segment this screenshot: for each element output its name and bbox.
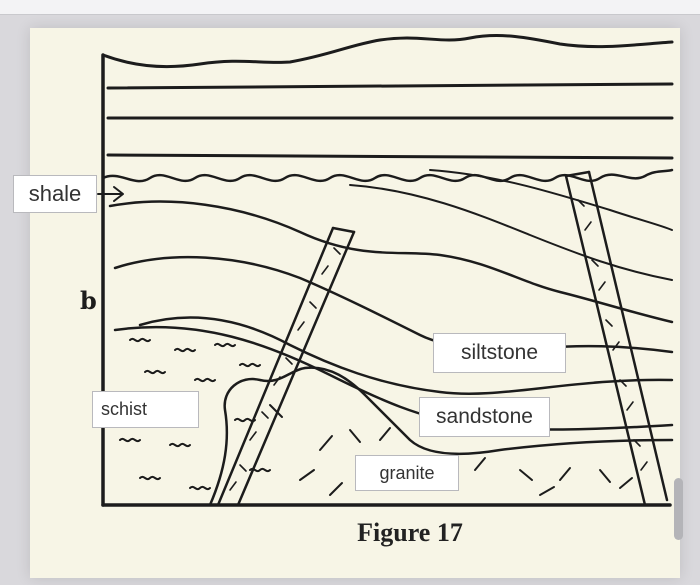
fold-layer-3 [138, 316, 674, 395]
fold-layer-5 [349, 184, 673, 281]
schist-texture [119, 337, 271, 491]
label-siltstone: siltstone [433, 333, 566, 373]
land-surface [101, 34, 674, 69]
label-granite: granite [355, 455, 459, 491]
upper-stratum-line-1 [106, 82, 674, 90]
fold-layer-2 [113, 255, 674, 354]
label-schist: schist [92, 391, 199, 428]
shale-pointer-arrow [97, 186, 124, 202]
granite-texture [269, 404, 633, 496]
browser-top-edge [0, 0, 700, 15]
unconformity-line [101, 168, 674, 183]
fold-layer-1 [108, 200, 674, 324]
label-shale: shale [13, 175, 97, 213]
dike-right [564, 170, 669, 507]
upper-stratum-line-3 [106, 153, 674, 160]
dike-left [216, 226, 356, 507]
figure-caption: Figure 17 [357, 518, 463, 547]
label-sandstone: sandstone [419, 397, 550, 437]
point-marker-b: b [80, 286, 97, 315]
fold-layer-4 [113, 325, 674, 431]
fold-layer-6 [429, 169, 673, 231]
scrollbar-thumb[interactable] [674, 478, 683, 540]
granite-contact [208, 366, 674, 507]
